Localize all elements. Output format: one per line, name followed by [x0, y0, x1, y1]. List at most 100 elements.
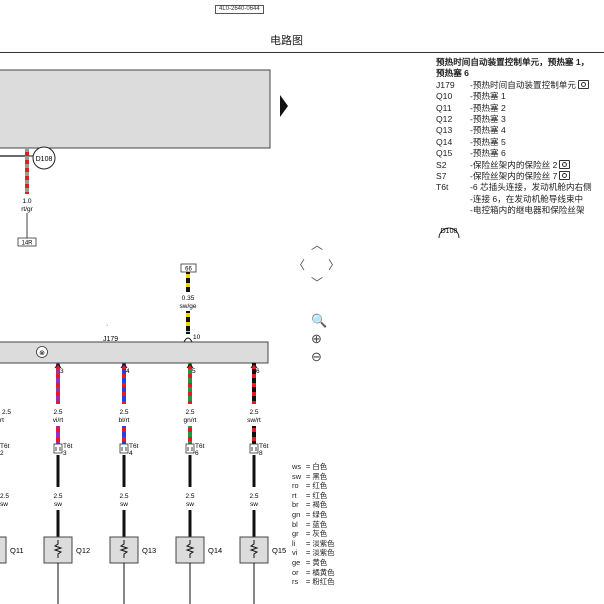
zoom-in-icon[interactable]: ⊕: [311, 331, 322, 346]
wire-color-name: 红色: [312, 490, 328, 500]
pan-left-icon[interactable]: 〈: [293, 258, 306, 272]
legend-heading-line2: 预热塞 6: [436, 68, 469, 79]
wire-color-abbr: li: [292, 538, 296, 548]
legend-item: S7-保险丝架内的保险丝 7: [436, 171, 604, 182]
pan-down-icon[interactable]: ﹀: [311, 276, 324, 290]
pan-controls: ︿ 〈 〉 ﹀: [290, 236, 346, 292]
wire-color-abbr: rt: [292, 490, 297, 500]
channel-pin-label: 6: [256, 368, 260, 375]
document-code: 4L0-2640-0644: [215, 5, 264, 14]
wire-color-row: bl= 蓝色: [292, 520, 335, 530]
legend-item-desc: -连接 6，在发动机舱导线束中: [470, 193, 584, 204]
wire-color-equals: =: [306, 462, 313, 471]
channel-wire-color: gn/rt: [183, 417, 196, 424]
connector-d108-label: D108: [36, 156, 53, 163]
connector-t6t-pin: 4: [129, 450, 133, 457]
wire-color-name: 绿色: [312, 509, 328, 519]
channel-out-size: 2.5: [53, 493, 62, 500]
wire-color-row: gr= 灰色: [292, 529, 335, 539]
zoom-fit-icon[interactable]: 🔍: [311, 313, 328, 328]
connector-t6t-pins: [187, 447, 193, 451]
wire-color-name: 灰色: [312, 529, 328, 539]
wire-color-row: li= 淡紫色: [292, 539, 335, 549]
fuse-66-label: 66: [185, 267, 192, 273]
legend-item: -连接 6，在发动机舱导线束中: [436, 194, 604, 205]
legend-item-code: Q10: [436, 91, 453, 102]
channel-out-color: sw: [54, 501, 62, 508]
camera-icon[interactable]: [559, 159, 571, 169]
wire-color-row: ws = 白色: [292, 462, 335, 472]
left-channel-t6t: T6t: [0, 443, 10, 450]
pin-j179-10: 10: [193, 334, 201, 341]
wire-color-name: 淡紫色: [312, 548, 335, 558]
connector-t6t-pins: [251, 447, 257, 451]
wire-color-equals: =: [306, 519, 313, 529]
pan-right-icon[interactable]: 〉: [328, 258, 341, 272]
left-channel-out-color: sw: [0, 501, 8, 508]
legend-item-desc: -预热时间自动装置控制单元: [470, 79, 576, 90]
pan-up-icon[interactable]: ︿: [311, 238, 324, 252]
legend-item-code: Q13: [436, 125, 453, 136]
legend-d108-arc: [438, 227, 460, 239]
legend-d108-symbol: D108: [438, 227, 460, 239]
wire-color-name: 粉红色: [312, 577, 335, 587]
wire-color-name: 蓝色: [312, 519, 328, 529]
legend-item-code: [436, 205, 470, 216]
wire-color-name: 橘黄色: [312, 567, 335, 577]
legend-item-desc: -预热塞 3: [470, 114, 506, 125]
channel-out-size: 2.5: [119, 493, 128, 500]
connector-t6t-label: T6t: [129, 443, 139, 450]
connector-d108-circle: [32, 146, 56, 170]
connector-t6t-pins: [55, 447, 61, 451]
legend-item-desc: -保险丝架内的保险丝 2: [470, 159, 558, 170]
camera-icon[interactable]: [578, 79, 589, 89]
glow-plug-label: Q12: [76, 546, 90, 555]
legend-item: Q11-预热塞 2: [436, 103, 604, 114]
wire-color-abbr: ws: [292, 462, 302, 471]
legend-item-desc: -6 芯插头连接，发动机舱内右侧: [470, 182, 592, 193]
wire-color-row: vi= 淡紫色: [292, 548, 335, 558]
wire-color-name: 白色: [312, 462, 328, 471]
left-channel-out-size: 2.5: [0, 493, 9, 500]
channel-out-color: sw: [120, 501, 128, 508]
glow-plug-label: Q13: [142, 546, 156, 555]
page-title: 电路图: [270, 35, 303, 47]
connector-t6t-body: [119, 443, 129, 454]
legend-item: Q13 -预热塞 4: [436, 125, 604, 136]
channel-out-color: sw: [186, 501, 194, 508]
connector-t6t-label: T6t: [63, 443, 73, 450]
wire-color-row: gn= 绿色: [292, 510, 335, 520]
legend-item-desc: -保险丝架内的保险丝 7: [470, 171, 558, 182]
wire-color-row: rt= 红色: [292, 491, 335, 501]
channel-pin-arrow: [120, 363, 128, 369]
wire-color-name: 红色: [312, 481, 328, 491]
terminal-14r: [17, 237, 37, 247]
wire-color-name: 黑色: [312, 471, 328, 481]
wire-color-row: br= 褐色: [292, 500, 335, 510]
wire-color-abbr: br: [292, 500, 299, 510]
left-channel-color: rt: [0, 417, 4, 424]
camera-icon[interactable]: [559, 171, 571, 181]
channel-out-size: 2.5: [249, 493, 258, 500]
connector-t6t-pins: [121, 447, 127, 451]
zoom-controls: 🔍 ⊕ ⊖: [310, 313, 330, 368]
legend-item-desc: -预热塞 1: [470, 91, 506, 102]
ground-symbol-glyph: ⊗: [39, 350, 45, 357]
zoom-out-icon[interactable]: ⊖: [311, 349, 322, 364]
legend-panel: 预热时间自动装置控制单元，预热塞 1， 预热塞 6 J179-预热时间自动装置控…: [436, 57, 604, 217]
legend-item: S2-保险丝架内的保险丝 2: [436, 159, 604, 171]
wire-color-abbr: gr: [292, 529, 299, 539]
legend-item-desc: -预热塞 4: [470, 125, 506, 136]
legend-d108-label: D108: [441, 228, 458, 235]
legend-item: Q10 -预热塞 1: [436, 91, 604, 102]
legend-item: Q14-预热塞 5: [436, 137, 604, 148]
control-unit-j179-box: [0, 341, 269, 364]
glow-plug-resistor-icon: [119, 540, 129, 558]
legend-item: Q15-预热塞 6: [436, 148, 604, 159]
wire-color-row: sw= 黑色: [292, 472, 335, 482]
title-divider: [0, 52, 604, 53]
left-channel-t6pin: 2: [0, 450, 4, 457]
wire-color-abbr: sw: [292, 471, 302, 481]
legend-item-code: Q12: [436, 114, 453, 125]
